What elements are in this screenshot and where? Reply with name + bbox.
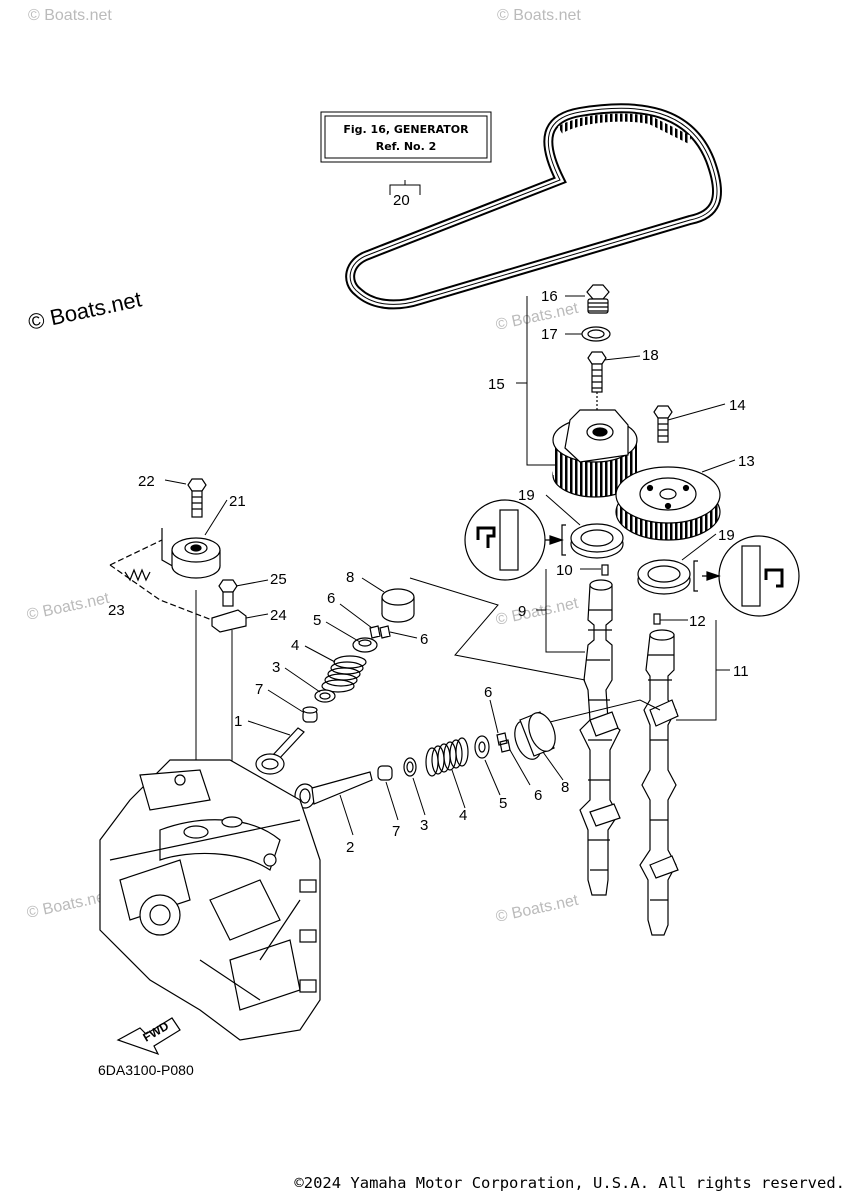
watermark-text: © Boats.net [497, 7, 581, 24]
part-label-13: 13 [738, 453, 755, 470]
part-4-spring-upper [321, 655, 367, 693]
part-label-7-lower: 7 [392, 823, 400, 840]
part-label-17: 17 [541, 326, 558, 343]
part-1-valve [255, 727, 305, 775]
part-label-6-upper-left: 6 [327, 590, 335, 607]
watermark-text: © Boats.net [494, 892, 580, 926]
part-label-7-upper: 7 [255, 681, 263, 698]
timing-belt [345, 103, 723, 310]
part-23-spring [109, 539, 213, 621]
watermark-text: © Boats.net [494, 595, 580, 629]
copyright-notice: ©2024 Yamaha Motor Corporation, U.S.A. A… [294, 1174, 845, 1192]
part-9-camshaft [579, 579, 621, 896]
part-label-8-lower: 8 [561, 779, 569, 796]
part-label-12: 12 [689, 613, 706, 630]
cylinder-head [99, 759, 321, 1041]
part-label-25: 25 [270, 571, 287, 588]
part-16-cap [586, 284, 610, 314]
part-15-vct-pulley [552, 409, 638, 498]
part-label-21: 21 [229, 493, 246, 510]
reference-line-2: Ref. No. 2 [376, 140, 437, 153]
part-label-2: 2 [346, 839, 354, 856]
watermark-text: © Boats.net [28, 7, 112, 24]
part-3-seat-upper [314, 689, 336, 703]
part-6-cotters-upper [369, 625, 391, 639]
part-label-6-lower-left: 6 [484, 684, 492, 701]
watermark-main: © Boats.net [26, 286, 144, 334]
part-11-camshaft [639, 629, 679, 936]
part-label-23: 23 [108, 602, 125, 619]
part-3-seat-lower [403, 757, 417, 777]
part-2-valve [294, 771, 373, 809]
part-label-6-upper-right: 6 [420, 631, 428, 648]
part-label-15: 15 [488, 376, 505, 393]
part-label-3-upper: 3 [272, 659, 280, 676]
part-8-tappet-lower [514, 711, 556, 760]
part-label-16: 16 [541, 288, 558, 305]
part-label-5-upper: 5 [313, 612, 321, 629]
part-19-seal-left [570, 523, 624, 559]
part-6-cotters-lower [496, 732, 511, 753]
part-label-3-lower: 3 [420, 817, 428, 834]
part-label-19-right: 19 [718, 527, 735, 544]
part-19-seal-right [637, 559, 691, 595]
part-label-9: 9 [518, 603, 526, 620]
part-label-6-lower-right: 6 [534, 787, 542, 804]
part-25-bolt [218, 579, 238, 607]
part-label-18: 18 [642, 347, 659, 364]
part-label-8-upper: 8 [346, 569, 354, 586]
part-label-4-lower: 4 [459, 807, 467, 824]
diagram-code: 6DA3100-P080 [98, 1062, 194, 1078]
reference-line-1: Fig. 16, GENERATOR [343, 123, 469, 136]
part-7-seal-upper [302, 706, 318, 723]
watermark-text: © Boats.net [25, 888, 111, 922]
part-label-20: 20 [393, 192, 410, 209]
part-labels: 20 16 17 18 15 14 13 19 19 10 9 12 11 22… [108, 192, 755, 856]
part-12-pin [653, 613, 661, 625]
part-label-5-lower: 5 [499, 795, 507, 812]
part-22-bolt [187, 478, 207, 518]
reference-box: Fig. 16, GENERATOR Ref. No. 2 [320, 111, 492, 163]
watermark-text: © Boats.net [494, 300, 580, 334]
part-label-14: 14 [729, 397, 746, 414]
part-24-bracket [211, 609, 247, 633]
part-label-11: 11 [733, 663, 749, 680]
part-18-bolt [587, 351, 607, 425]
part-4-spring-lower [425, 737, 469, 777]
part-5-retainer-lower [474, 735, 490, 759]
part-13-pulley [615, 466, 721, 541]
part-label-24: 24 [270, 607, 287, 624]
part-label-19-left: 19 [518, 487, 535, 504]
part-label-1: 1 [234, 713, 242, 730]
part-label-22: 22 [138, 473, 155, 490]
part-10-pin [601, 564, 609, 576]
part-21-tensioner [161, 528, 221, 579]
part-14-bolt [653, 405, 673, 443]
part-17-seal [581, 326, 611, 342]
detail-circle-left [464, 499, 566, 581]
part-label-4-upper: 4 [291, 637, 299, 654]
fwd-arrow: FWD [116, 1017, 181, 1056]
part-8-tappet-upper [381, 588, 415, 623]
leader-lines [164, 295, 736, 836]
part-label-10: 10 [556, 562, 573, 579]
detail-circle-right [693, 535, 800, 617]
watermark-text: © Boats.net [25, 590, 111, 624]
part-7-seal-lower [377, 765, 393, 781]
